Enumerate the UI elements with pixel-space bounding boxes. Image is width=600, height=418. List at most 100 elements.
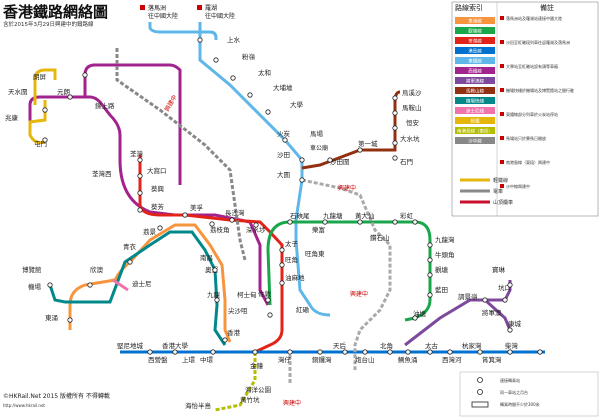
station-label[interactable]: 欣澳: [90, 265, 104, 274]
station-marker[interactable]: [537, 349, 543, 355]
station-label[interactable]: 奧運: [205, 265, 219, 274]
station-label[interactable]: 太古: [425, 341, 439, 350]
station-label[interactable]: 兆康: [5, 113, 19, 122]
station-marker[interactable]: [327, 157, 333, 163]
station-label[interactable]: 大水坑: [400, 134, 420, 143]
station-label[interactable]: 西灣河: [442, 355, 462, 364]
station-marker[interactable]: [230, 75, 236, 81]
station-label[interactable]: 康城: [508, 319, 522, 328]
station-label[interactable]: 青衣: [123, 242, 137, 251]
station-marker[interactable]: [387, 349, 393, 355]
station-label[interactable]: 杭家灣: [462, 341, 482, 350]
station-label[interactable]: 元朗: [57, 87, 70, 96]
station-label[interactable]: 旺角東: [305, 249, 325, 258]
station-label[interactable]: 美孚: [190, 203, 204, 212]
station-label[interactable]: 深水埗: [246, 225, 266, 234]
station-label[interactable]: 鑽石山: [370, 233, 390, 242]
station-marker[interactable]: [157, 225, 163, 231]
station-label[interactable]: 九龍塘: [323, 211, 343, 220]
station-marker[interactable]: [287, 219, 293, 225]
station-marker[interactable]: [47, 282, 53, 288]
station-marker[interactable]: [322, 219, 328, 225]
station-label[interactable]: 柴灣: [505, 341, 519, 350]
station-marker[interactable]: [482, 297, 488, 303]
station-label[interactable]: 沙田圍: [330, 158, 350, 166]
station-marker[interactable]: [299, 177, 305, 183]
station-marker[interactable]: [137, 157, 143, 163]
station-marker[interactable]: [252, 349, 258, 355]
station-label[interactable]: 海洋公園: [245, 385, 271, 394]
station-label[interactable]: 葵興: [151, 184, 165, 193]
station-label[interactable]: 佐敦: [258, 289, 272, 298]
station-marker[interactable]: [182, 212, 188, 218]
station-label[interactable]: 粉嶺: [242, 52, 256, 61]
station-marker[interactable]: [42, 107, 48, 113]
station-marker[interactable]: [213, 57, 219, 63]
station-label[interactable]: 藍田: [435, 285, 448, 294]
station-marker[interactable]: [279, 280, 285, 286]
station-marker[interactable]: [222, 337, 228, 343]
station-marker[interactable]: [172, 349, 178, 355]
station-label[interactable]: 錦上路: [95, 101, 115, 110]
station-marker[interactable]: [137, 207, 143, 213]
station-marker[interactable]: [137, 173, 143, 179]
station-marker[interactable]: [447, 349, 453, 355]
station-marker[interactable]: [209, 221, 215, 227]
station-marker[interactable]: [87, 282, 93, 288]
station-label[interactable]: 鰂魚涌: [398, 355, 418, 364]
station-label[interactable]: 柯士甸: [237, 290, 257, 299]
station-label[interactable]: 炮台山: [355, 355, 375, 364]
station-label[interactable]: 九龍: [207, 290, 221, 299]
station-label[interactable]: 沙田: [277, 151, 290, 159]
station-label[interactable]: 油塘: [413, 309, 427, 318]
station-label[interactable]: 灣仔: [278, 355, 292, 364]
station-marker[interactable]: [267, 312, 273, 318]
station-label[interactable]: 黃竹坑: [240, 395, 260, 404]
station-label[interactable]: 樂富: [312, 225, 325, 234]
station-marker[interactable]: [212, 267, 218, 273]
station-label[interactable]: 馬場: [310, 129, 324, 138]
station-label[interactable]: 大圍: [277, 170, 290, 179]
station-label[interactable]: 上環: [182, 355, 196, 364]
station-label[interactable]: 海怡半島: [185, 401, 212, 410]
station-marker[interactable]: [342, 349, 348, 355]
station-label[interactable]: 大學: [290, 100, 304, 109]
station-marker[interactable]: [67, 317, 73, 323]
station-label[interactable]: 石門: [400, 158, 413, 166]
station-marker[interactable]: [317, 349, 323, 355]
station-label[interactable]: 筲箕灣: [482, 355, 502, 364]
station-marker[interactable]: [287, 349, 293, 355]
station-label[interactable]: 坑口: [498, 283, 511, 292]
station-marker[interactable]: [253, 222, 259, 228]
station-marker[interactable]: [427, 242, 433, 248]
station-label[interactable]: 機場: [28, 282, 42, 291]
station-marker[interactable]: [279, 262, 285, 268]
station-marker[interactable]: [282, 137, 288, 143]
station-marker[interactable]: [147, 349, 153, 355]
station-marker[interactable]: [507, 282, 513, 288]
station-label[interactable]: 天水圍: [8, 87, 28, 96]
station-label[interactable]: 黃大仙: [355, 211, 375, 220]
station-marker[interactable]: [427, 272, 433, 278]
station-marker[interactable]: [405, 349, 411, 355]
station-marker[interactable]: [67, 94, 73, 100]
station-marker[interactable]: [477, 349, 483, 355]
station-label[interactable]: 東涌: [45, 313, 58, 322]
station-label[interactable]: 中環: [200, 355, 214, 364]
station-label[interactable]: 彩虹: [400, 211, 414, 220]
station-label[interactable]: 銅鑼灣: [312, 355, 332, 364]
station-label[interactable]: 葵芳: [151, 202, 165, 211]
station-label[interactable]: 迪士尼: [132, 279, 152, 288]
station-lo-wu[interactable]: 羅湖: [205, 4, 217, 12]
station-label[interactable]: 南昌: [200, 253, 213, 262]
station-label[interactable]: 牛頭角: [435, 250, 455, 259]
station-label[interactable]: 馬鞍山: [402, 103, 422, 112]
station-label[interactable]: 荃灣: [130, 149, 144, 158]
station-marker[interactable]: [392, 95, 398, 101]
station-marker[interactable]: [82, 72, 88, 78]
station-marker[interactable]: [197, 37, 203, 43]
station-marker[interactable]: [392, 140, 398, 146]
station-label[interactable]: 天后: [333, 341, 347, 350]
station-label[interactable]: 長沙灣: [225, 208, 245, 217]
station-label[interactable]: 九龍灣: [435, 235, 455, 244]
